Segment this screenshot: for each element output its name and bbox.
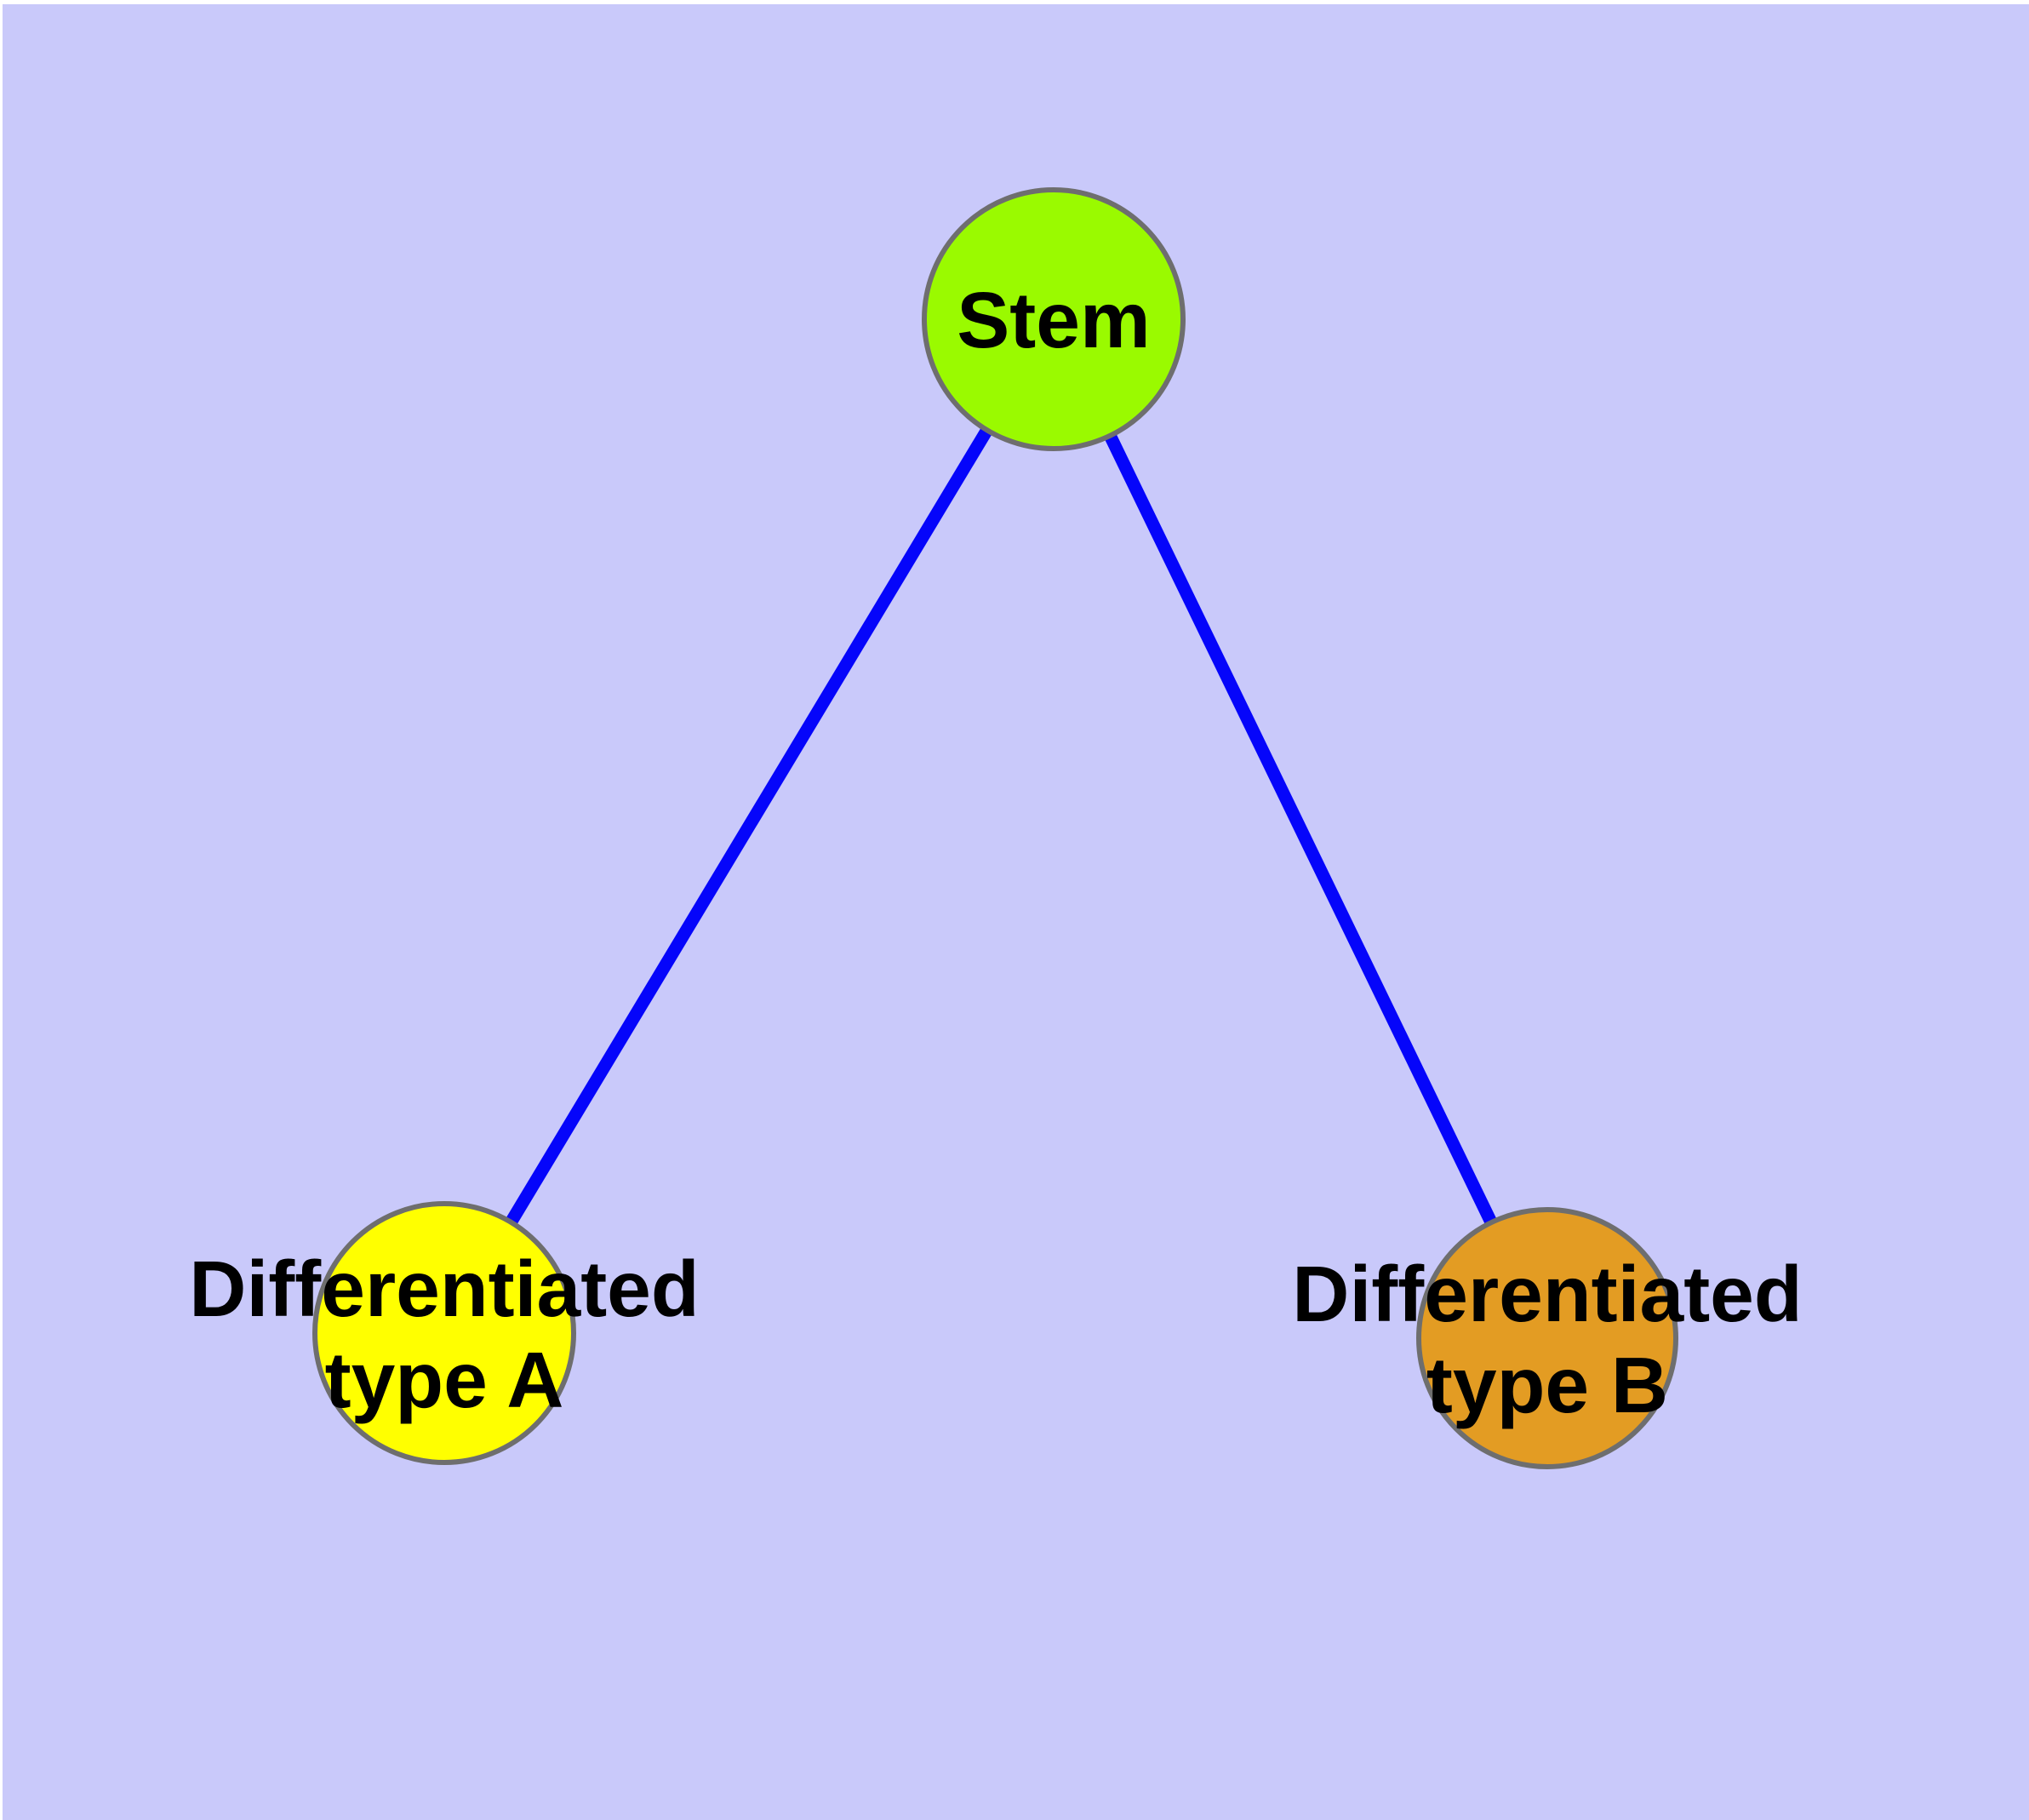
node-type-b-label-line1: Differentiated: [1292, 1250, 1802, 1338]
node-stem-label: Stem: [957, 276, 1150, 364]
edge-stem-to-type-b: [1048, 316, 1553, 1342]
node-type-a-label-line2: type A: [325, 1336, 564, 1424]
node-differentiated-type-b: [1416, 1207, 1678, 1469]
node-type-a-label-line1: Differentiated: [189, 1245, 699, 1333]
node-stem: [922, 187, 1186, 451]
node-differentiated-type-a: [312, 1201, 576, 1465]
node-type-b-label-line2: type B: [1426, 1341, 1668, 1429]
edge-stem-to-type-a: [438, 316, 1060, 1336]
